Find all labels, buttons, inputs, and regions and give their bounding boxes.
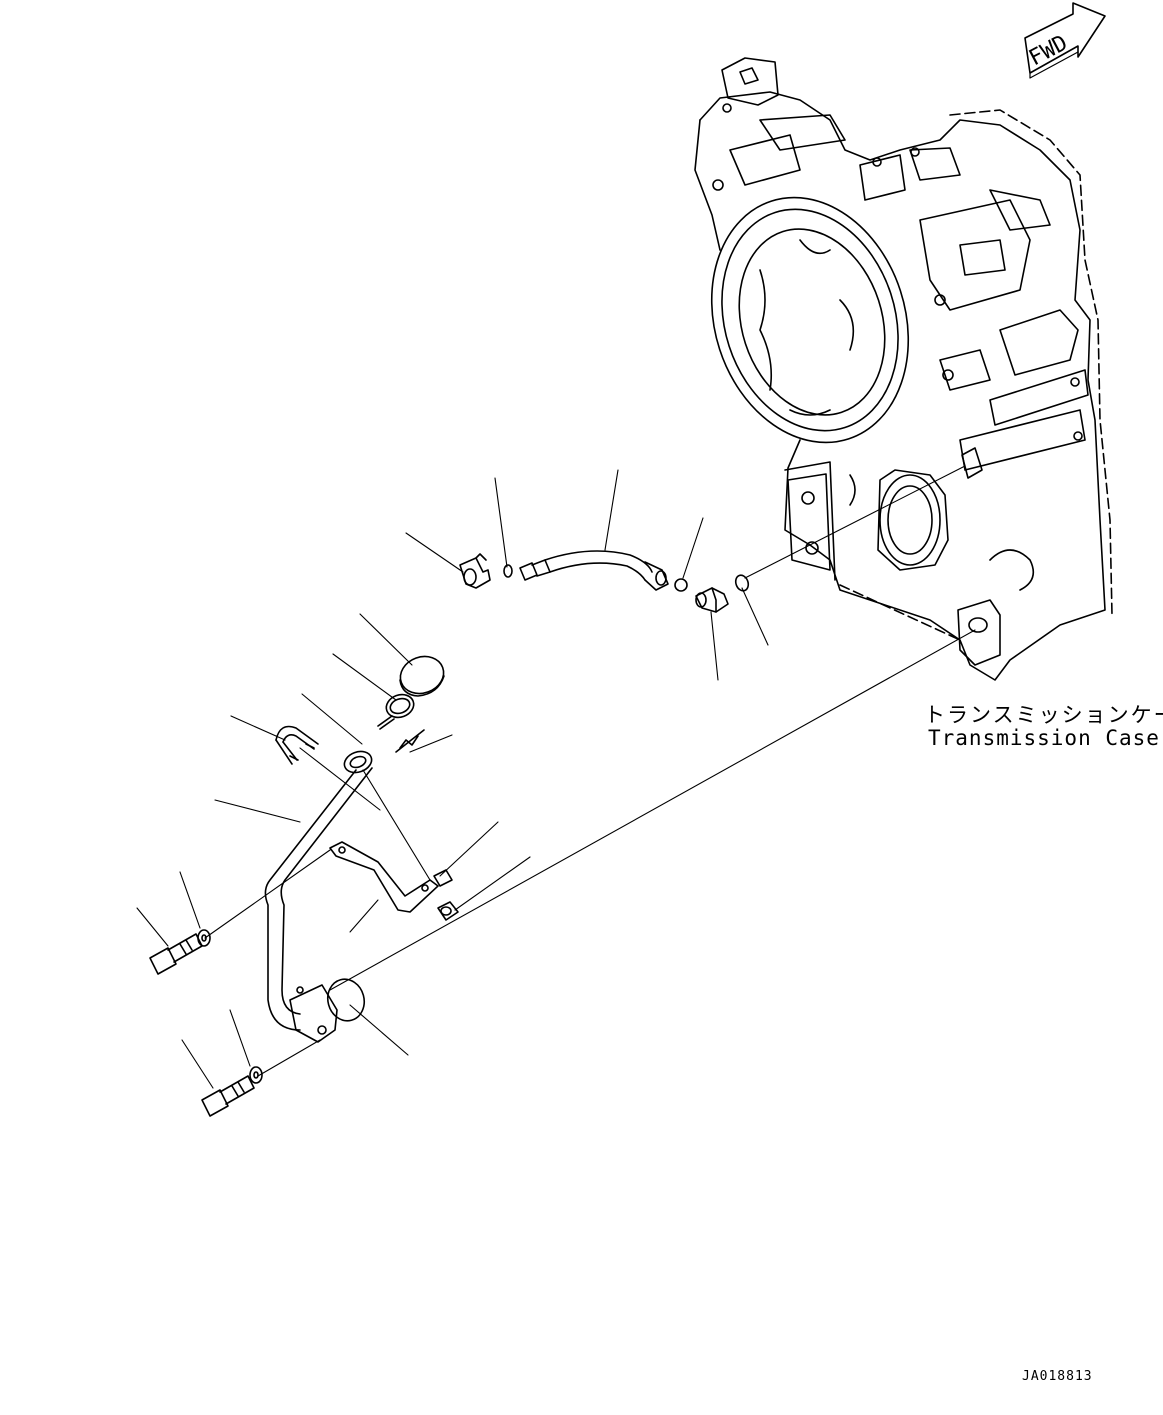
bolt xyxy=(201,1075,255,1117)
connector-fitting xyxy=(695,587,729,613)
transmission-case xyxy=(694,57,1113,681)
gasket-ring-inner xyxy=(389,697,411,715)
pin xyxy=(377,715,395,730)
case-label-english: Transmission Case xyxy=(928,726,1160,750)
clamp xyxy=(433,869,459,921)
u-bolt xyxy=(275,725,319,765)
case-label-japanese: トランスミッションケース xyxy=(924,703,1163,727)
gasket-ring xyxy=(385,693,415,719)
flange-gasket xyxy=(326,978,366,1022)
bracket xyxy=(329,841,439,913)
o-ring xyxy=(503,564,513,578)
fwd-label: FWD xyxy=(1025,31,1072,72)
washer xyxy=(201,934,207,942)
spring-clip xyxy=(395,729,425,753)
fwd-arrow-icon: FWD xyxy=(1024,2,1106,79)
o-ring xyxy=(734,574,750,592)
washer xyxy=(253,1071,259,1079)
cap xyxy=(399,655,445,697)
washer xyxy=(197,929,211,947)
pipe xyxy=(264,750,373,1043)
o-ring xyxy=(674,578,688,592)
washer xyxy=(249,1066,263,1084)
hose-assembly xyxy=(519,550,669,591)
drawing-id: JA018813 xyxy=(1022,1369,1093,1384)
bolt xyxy=(149,933,203,975)
elbow-fitting xyxy=(459,553,491,589)
assembly-lines xyxy=(136,465,976,1089)
